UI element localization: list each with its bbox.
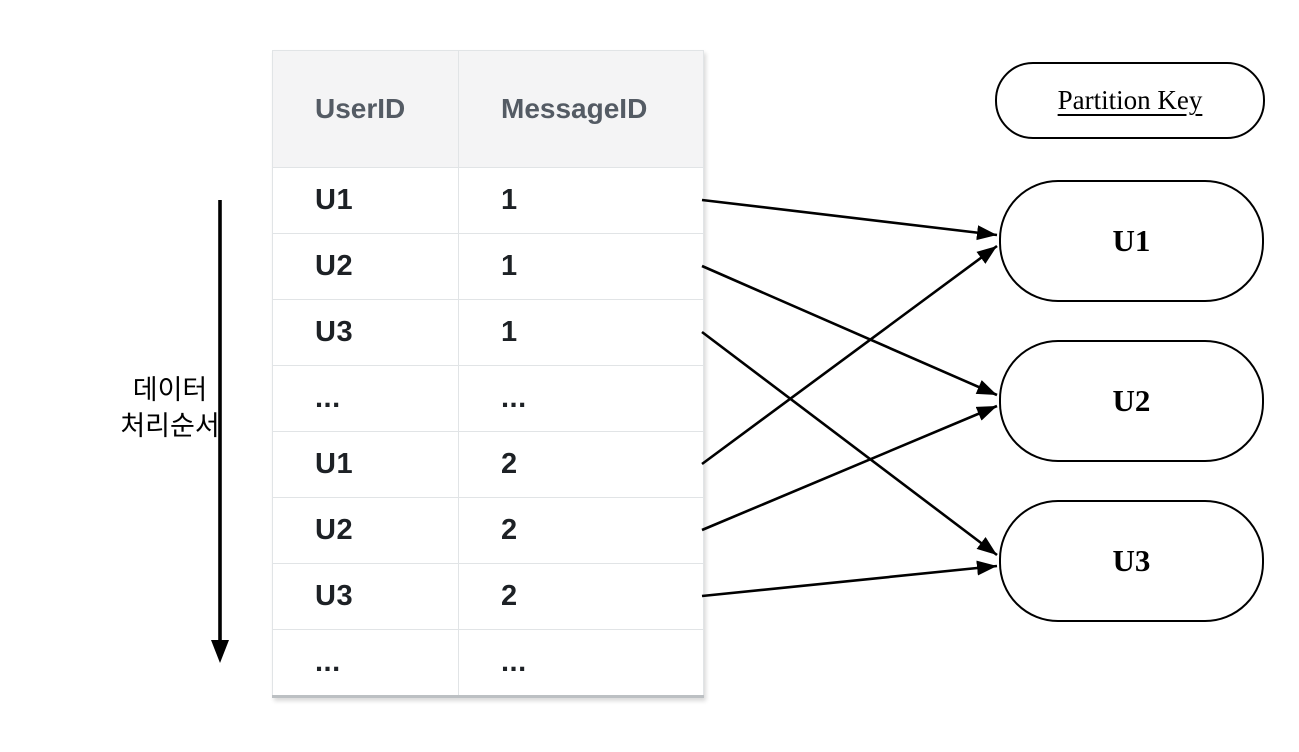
table-row: ...... [272, 365, 704, 432]
processing-order-label-line2: 처리순서 [120, 411, 220, 441]
row-to-partition-arrow-icon [701, 264, 998, 397]
table-cell: U2 [272, 497, 459, 564]
partition-key-title: Partition Key [1057, 85, 1203, 115]
column-header-userid: UserID [272, 50, 459, 168]
processing-order-label-line1: 데이터 [132, 375, 208, 405]
table-cell: U2 [272, 233, 459, 300]
table-cell: U1 [272, 431, 459, 498]
partition-box-u2: U2 [999, 340, 1264, 462]
partition-box-u2-label: U2 [1112, 383, 1151, 418]
table-cell: ... [272, 629, 459, 697]
table-cell: ... [272, 365, 459, 432]
table-cell: 2 [458, 431, 704, 498]
table-cell: 1 [458, 233, 704, 300]
partition-box-u3-label: U3 [1112, 543, 1151, 578]
table-cell: U3 [272, 563, 459, 630]
processing-order-label: 데이터 처리순서 [58, 372, 282, 444]
table-cell: U3 [272, 299, 459, 366]
table-header-row: UserID MessageID [272, 50, 704, 168]
row-to-partition-arrow-icon [701, 198, 998, 241]
table-cell: 1 [458, 167, 704, 234]
table-cell: 2 [458, 563, 704, 630]
table-cell: U1 [272, 167, 459, 234]
partition-box-u1-label: U1 [1112, 223, 1151, 258]
column-header-messageid: MessageID [458, 50, 704, 168]
table-cell: ... [458, 629, 704, 697]
partition-key-title-pill: Partition Key [995, 62, 1265, 139]
partition-box-u1: U1 [999, 180, 1264, 302]
table-row: ...... [272, 629, 704, 697]
row-to-partition-arrow-icon [701, 244, 998, 466]
row-to-partition-arrow-icon [701, 330, 998, 557]
table-cell: ... [458, 365, 704, 432]
row-to-partition-arrow-icon [701, 404, 998, 532]
partition-box-u3: U3 [999, 500, 1264, 622]
table-cell: 2 [458, 497, 704, 564]
row-to-partition-arrow-icon [701, 560, 998, 598]
table-cell: 1 [458, 299, 704, 366]
